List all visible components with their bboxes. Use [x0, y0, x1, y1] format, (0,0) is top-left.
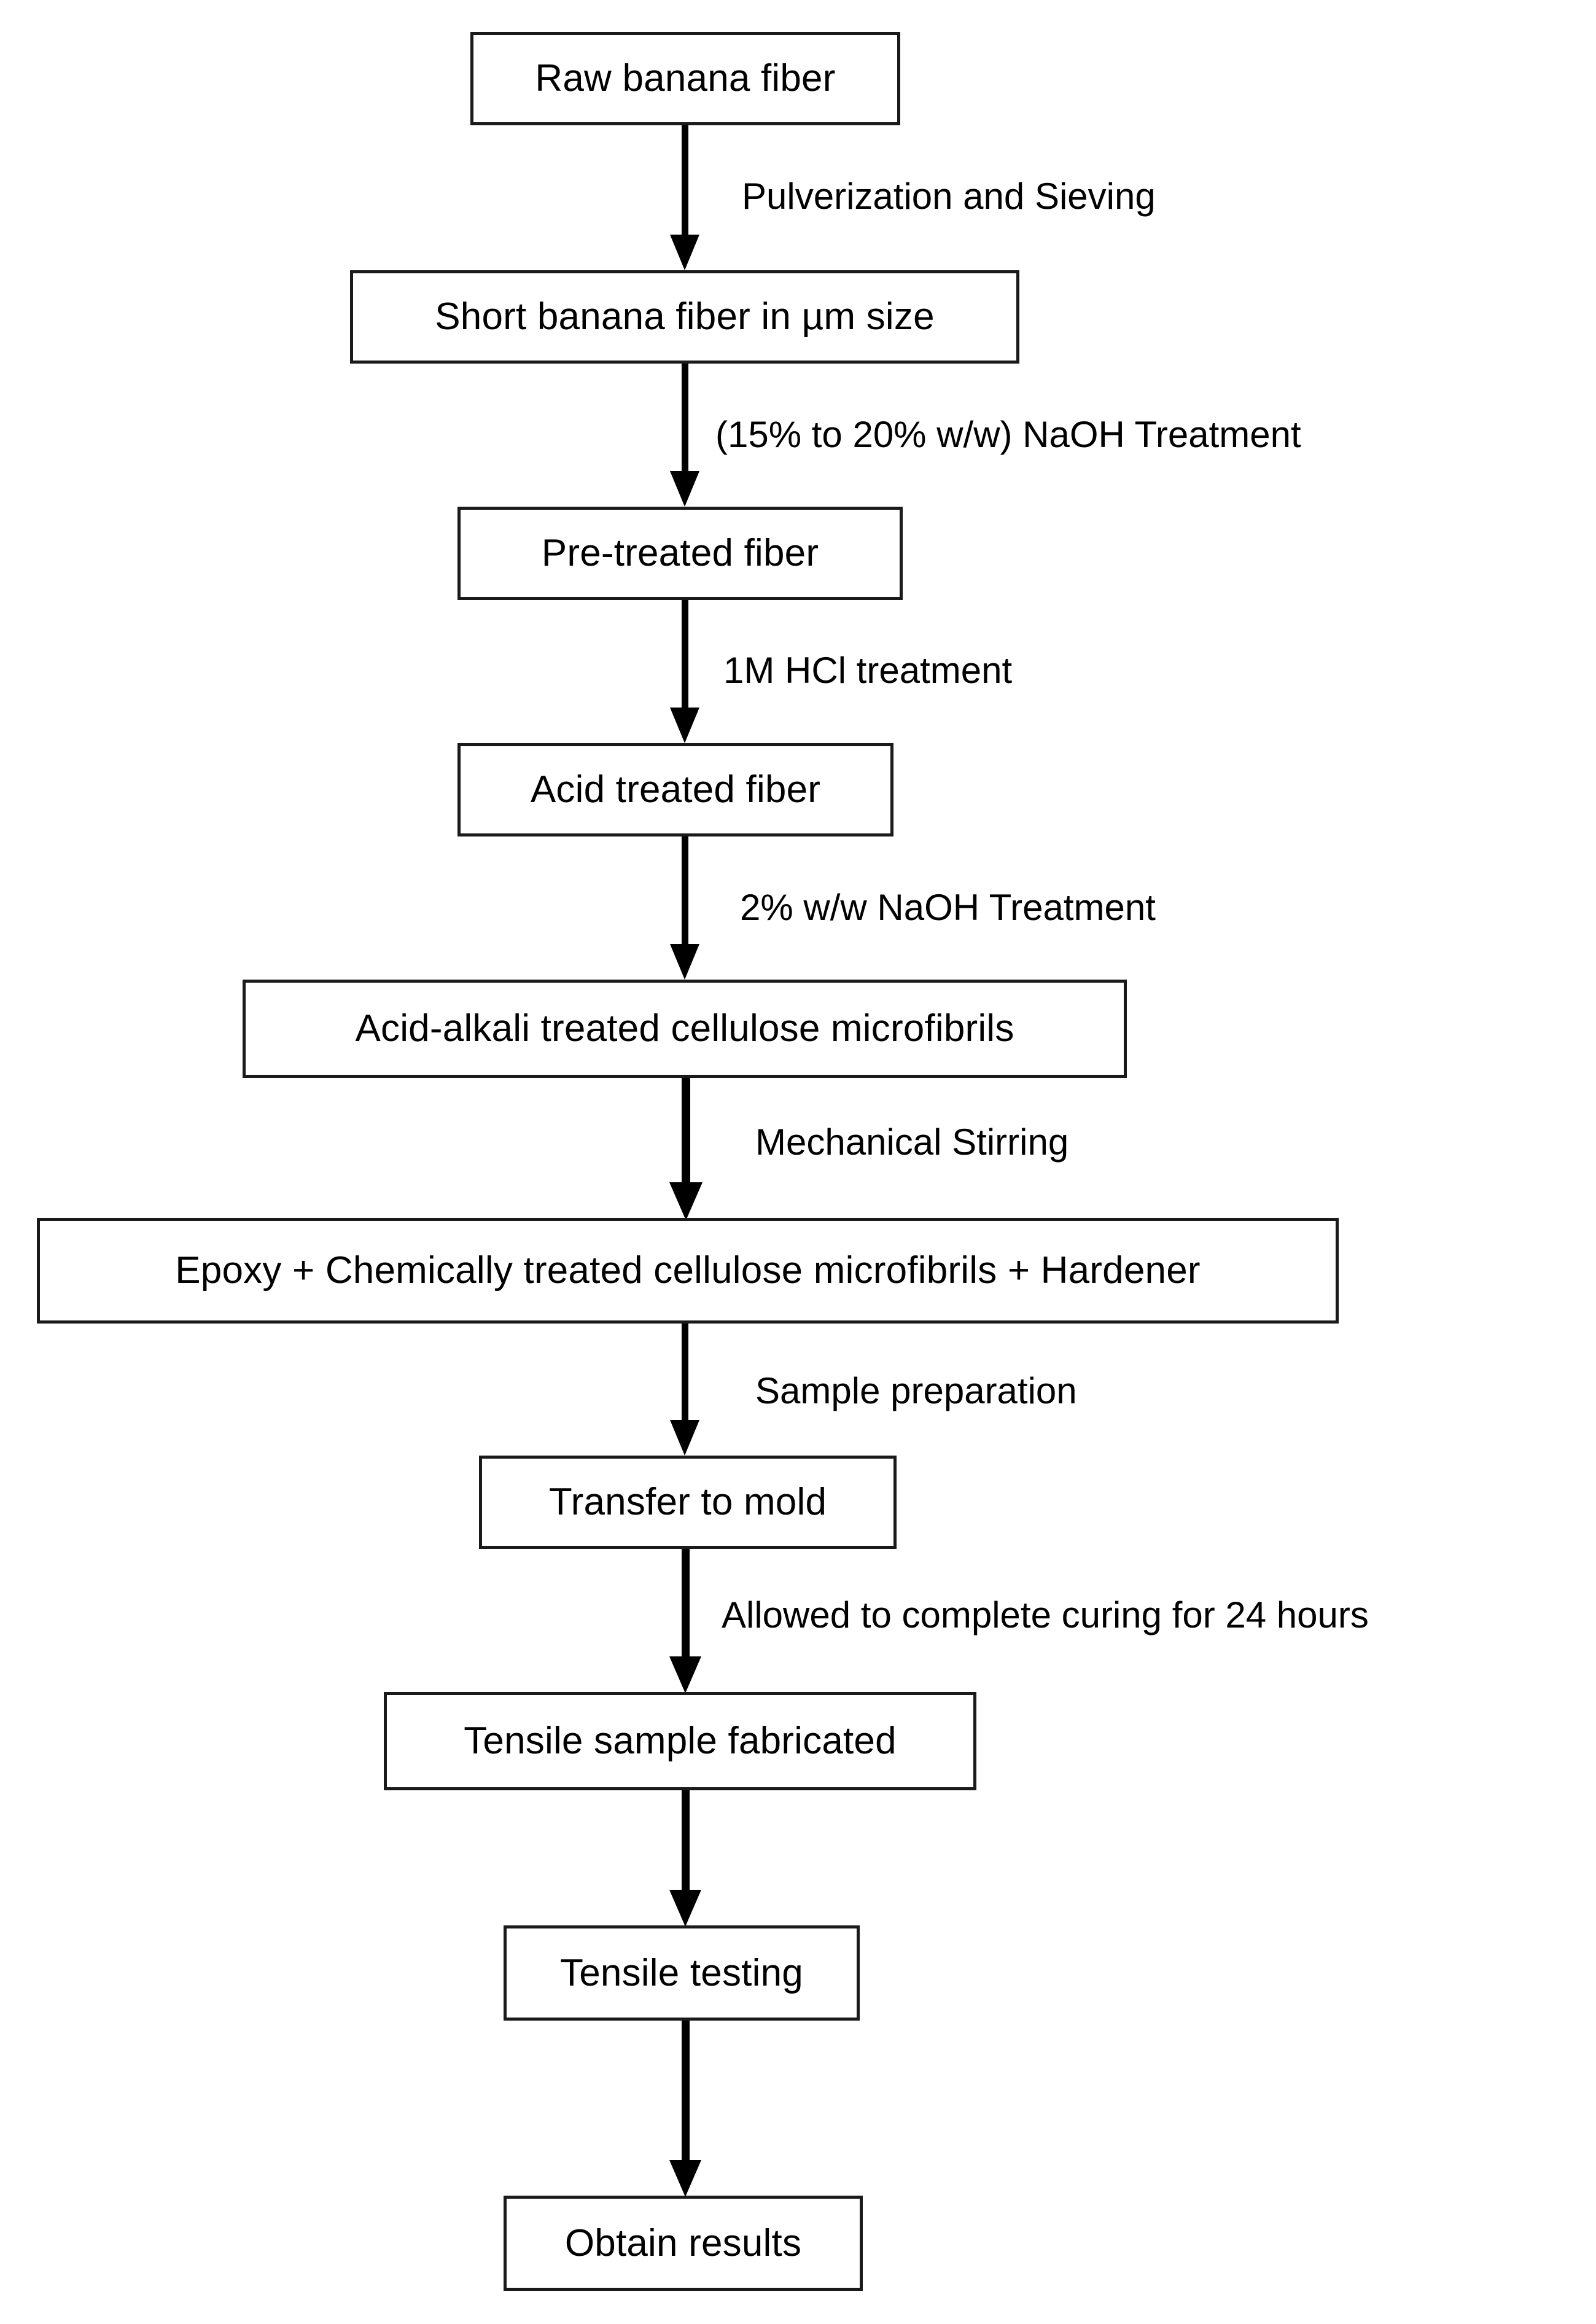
edge-line: [682, 125, 688, 235]
arrowhead-icon: [670, 235, 699, 270]
node-short-banana-fiber[interactable]: Short banana fiber in µm size: [350, 270, 1019, 364]
edge-hcl: [670, 600, 699, 743]
arrowhead-icon: [669, 1890, 701, 1927]
edge-to-tensile-testing: [669, 1790, 701, 1927]
node-pre-treated-fiber[interactable]: Pre-treated fiber: [457, 507, 903, 600]
edge-naoh-2: [670, 836, 699, 980]
arrowhead-icon: [670, 708, 699, 743]
node-tensile-testing[interactable]: Tensile testing: [504, 1925, 860, 2021]
arrowhead-icon: [670, 471, 699, 507]
node-acid-treated-fiber[interactable]: Acid treated fiber: [457, 743, 893, 836]
edge-naoh-15-20: [670, 364, 699, 507]
arrowhead-icon: [669, 1656, 701, 1693]
edge-label-mechanical-stirring: Mechanical Stirring: [755, 1121, 1069, 1163]
edge-mechanical-stirring: [669, 1078, 703, 1220]
edge-label-curing: Allowed to complete curing for 24 hours: [722, 1594, 1369, 1636]
node-transfer-to-mold[interactable]: Transfer to mold: [479, 1456, 897, 1549]
node-label: Obtain results: [564, 2221, 802, 2264]
edge-curing: [669, 1549, 701, 1693]
node-label: Tensile sample fabricated: [464, 1720, 897, 1763]
node-label: Acid treated fiber: [530, 768, 821, 811]
node-label: Acid-alkali treated cellulose microfibri…: [355, 1007, 1014, 1050]
node-raw-banana-fiber[interactable]: Raw banana fiber: [470, 32, 900, 125]
edge-label-hcl: 1M HCl treatment: [723, 650, 1013, 691]
edge-line: [682, 1549, 690, 1656]
node-label: Epoxy + Chemically treated cellulose mic…: [175, 1249, 1201, 1292]
node-label: Tensile testing: [560, 1951, 803, 1994]
edge-line: [682, 364, 688, 471]
edge-to-obtain-results: [669, 2021, 701, 2197]
node-label: Raw banana fiber: [535, 57, 836, 100]
node-obtain-results[interactable]: Obtain results: [504, 2196, 863, 2291]
node-label: Transfer to mold: [548, 1481, 827, 1524]
edge-label-pulverization: Pulverization and Sieving: [742, 176, 1156, 217]
edge-line: [682, 2021, 690, 2160]
arrowhead-icon: [670, 1420, 699, 1456]
node-epoxy-mixture[interactable]: Epoxy + Chemically treated cellulose mic…: [37, 1218, 1339, 1324]
edge-line: [682, 1790, 690, 1890]
node-acid-alkali-microfibrils[interactable]: Acid-alkali treated cellulose microfibri…: [243, 980, 1127, 1078]
edge-line: [682, 836, 688, 944]
node-label: Short banana fiber in µm size: [435, 295, 935, 338]
edge-label-sample-preparation: Sample preparation: [755, 1370, 1077, 1411]
arrowhead-icon: [669, 2160, 701, 2197]
edge-line: [682, 1324, 688, 1420]
edge-sample-preparation: [670, 1324, 699, 1456]
arrowhead-icon: [670, 944, 699, 980]
arrowhead-icon: [669, 1182, 703, 1220]
edge-label-naoh-15-20: (15% to 20% w/w) NaOH Treatment: [715, 414, 1301, 455]
edge-pulverization: [670, 125, 699, 270]
node-tensile-sample-fabricated[interactable]: Tensile sample fabricated: [384, 1692, 976, 1790]
edge-line: [682, 1078, 690, 1182]
node-label: Pre-treated fiber: [541, 532, 819, 575]
edge-label-naoh-2: 2% w/w NaOH Treatment: [740, 887, 1156, 928]
edge-line: [682, 600, 688, 708]
